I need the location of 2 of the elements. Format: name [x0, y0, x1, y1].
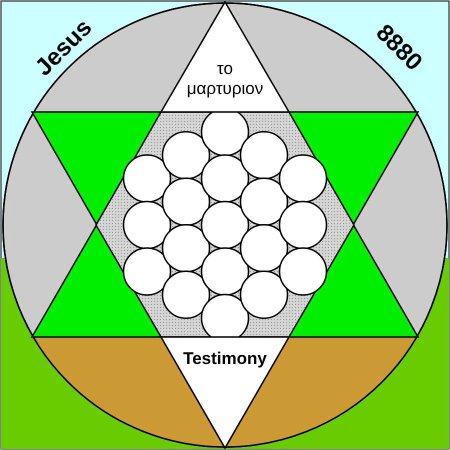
triangle-text: το μαρτυριον [186, 59, 264, 99]
triangle-text: Testimony [182, 349, 268, 369]
